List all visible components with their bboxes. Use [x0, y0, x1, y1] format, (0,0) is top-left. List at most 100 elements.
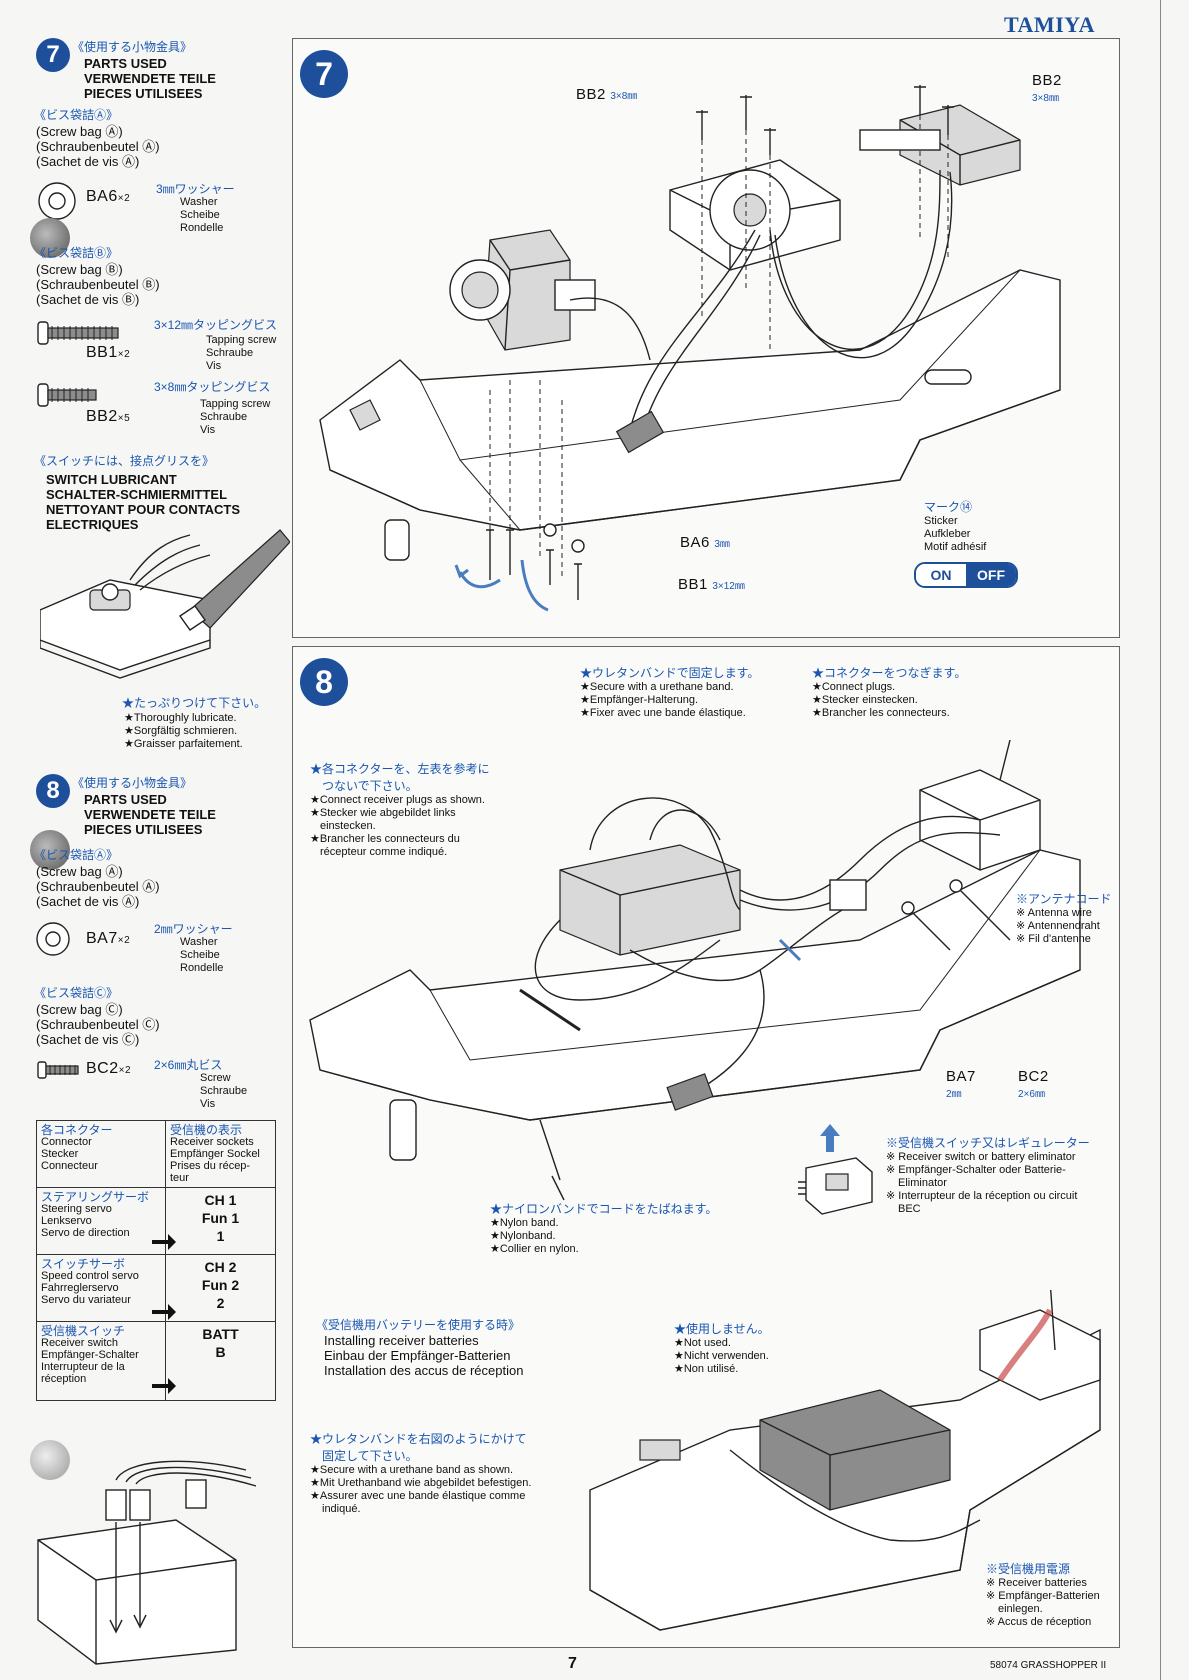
cell-line: Stecker [41, 1148, 79, 1160]
table-cell: CH 2 Fun 2 2 [165, 1254, 276, 1322]
name-line: Scheibe [180, 949, 220, 961]
note-jp: ★ウレタンバンドで固定します。 [580, 666, 760, 680]
connector-table: 各コネクター Connector Stecker Connecteur 受信機の… [36, 1120, 276, 1401]
lube-line: NETTOYANT POUR CONTACTS [46, 502, 241, 517]
connect-plugs-note: ★コネクターをつなぎます。 ★Connect plugs. ★Stecker e… [812, 664, 966, 720]
ba7-names: Washer Scheibe Rondelle [180, 936, 223, 975]
cell-value: CH 2 [204, 1259, 237, 1275]
name-line: Tapping screw [200, 398, 271, 410]
part-dim: 3×8㎜ [1032, 93, 1059, 104]
part-code: BB2 [86, 408, 118, 425]
note-line: indiqué. [322, 1503, 361, 1515]
part-dim: 3㎜ [714, 539, 730, 550]
cell-value: 1 [216, 1228, 225, 1244]
table-cell: BATT B [165, 1321, 276, 1401]
step8-number: 8 [300, 658, 348, 706]
name-line: Schraube [200, 411, 248, 423]
title-line: PARTS USED [84, 792, 167, 807]
bb2-names: Tapping screw Schraube Vis [200, 398, 270, 437]
step7-parts-title: PARTS USED VERWENDETE TEILE PIECES UTILI… [84, 56, 216, 101]
cell-value: CH 1 [204, 1192, 237, 1208]
name-line: Rondelle [180, 962, 224, 974]
note-line: einlegen. [998, 1603, 1043, 1615]
lubricant-tube-illustration [40, 529, 290, 679]
note-jp: ★使用しません。 [674, 1322, 770, 1336]
note-jp: ★ナイロンバンドでコードをたばねます。 [490, 1202, 718, 1216]
cell-jp: 各コネクター [41, 1123, 113, 1137]
table-header-row: 各コネクター Connector Stecker Connecteur 受信機の… [36, 1120, 276, 1188]
step7-chassis-illustration [319, 85, 1061, 612]
lube-note: ★Thoroughly lubricate. ★Sorgfältig schmi… [124, 712, 243, 751]
note-line: ★Collier en nylon. [490, 1243, 579, 1255]
note-line: ※ Receiver batteries [986, 1577, 1087, 1589]
part-code: BB2 [1032, 72, 1062, 89]
cell-value: Fun 2 [201, 1277, 240, 1293]
lube-jp: 《スイッチには、接点グリスを》 [34, 454, 215, 468]
note-line: ★Nylonband. [490, 1230, 556, 1242]
title-line: PIECES UTILISEES [84, 86, 203, 101]
bag-b-label: (Screw bag Ⓑ) (Schraubenbeutel Ⓑ) (Sache… [36, 262, 160, 307]
note-line: ★Connect receiver plugs as shown. [310, 794, 485, 806]
cell-line: Fahrreglerservo [41, 1282, 119, 1294]
name-line: Vis [200, 424, 216, 436]
title-line: PARTS USED [84, 56, 167, 71]
cell-line: Servo de direction [41, 1227, 130, 1239]
name-line: Washer [180, 196, 218, 208]
note-line: ★Nicht verwenden. [674, 1350, 769, 1362]
cell-line: Steering servo [41, 1203, 112, 1215]
part-code: BB1 [678, 576, 708, 593]
table-row: 受信機スイッチ Receiver switch Empfänger-Schalt… [36, 1321, 276, 1401]
bag-line: (Sachet de vis Ⓐ) [36, 154, 140, 169]
washer-icon [36, 922, 70, 956]
sticker-line: Sticker [924, 515, 958, 527]
bb1-jp: 3×12㎜タッピングビス [154, 318, 278, 332]
screw-small-icon [37, 1061, 79, 1079]
note-line: Eliminator [898, 1177, 947, 1189]
note-line: ★Stecker wie abgebildet links [310, 807, 456, 819]
bag-line: (Schraubenbeutel Ⓑ) [36, 277, 160, 292]
cell-line: Interrupteur de la [41, 1361, 125, 1373]
note-line: ※ Empfänger-Schalter oder Batterie- [886, 1164, 1066, 1176]
bag-line: (Sachet de vis Ⓐ) [36, 894, 140, 909]
note-line: Einbau der Empfänger-Batterien [324, 1348, 511, 1363]
step8-parts-title: PARTS USED VERWENDETE TEILE PIECES UTILI… [84, 792, 216, 837]
step7-number: 7 [300, 50, 348, 98]
ba6-names: Washer Scheibe Rondelle [180, 196, 223, 235]
ba7-callout: BA7 2㎜ [946, 1068, 976, 1100]
note-line: ★Secure with a urethane band. [580, 681, 734, 693]
sticker-line: Motif adhésif [924, 541, 987, 553]
on-off-sticker: ON OFF [914, 562, 1018, 588]
part-code: BA7 [946, 1068, 976, 1085]
name-line: Vis [200, 1098, 216, 1110]
note-line: ★Fixer avec une bande élastique. [580, 707, 746, 719]
sticker-line: Aufkleber [924, 528, 971, 540]
lube-line: ELECTRIQUES [46, 517, 139, 532]
cell-line: Connecteur [41, 1160, 98, 1172]
cell-value: Fun 1 [201, 1210, 240, 1226]
note-line: ※ Accus de réception [986, 1616, 1092, 1628]
ba6-code: BA6×2 [86, 188, 130, 206]
part-code: BC2 [1018, 1068, 1049, 1085]
note-jp: 固定して下さい。 [322, 1449, 418, 1463]
part-code: BB2 [576, 86, 606, 103]
antenna-note: ※アンテナコード ※ Antenna wire ※ Antennendraht … [1016, 890, 1112, 946]
name-line: Schraube [200, 1085, 248, 1097]
table-cell: スイッチサーボ Speed control servo Fahrreglerse… [36, 1254, 166, 1322]
title-line: VERWENDETE TEILE [84, 71, 216, 86]
cell-line: Empfänger Sockel [170, 1148, 260, 1160]
bb2-callout-left: BB2 3×8㎜ [576, 86, 637, 104]
note-line: einstecken. [320, 820, 376, 832]
note-line: ★Nylon band. [490, 1217, 559, 1229]
bag-line: (Screw bag Ⓒ) [36, 1002, 123, 1017]
cell-jp: スイッチサーボ [41, 1257, 126, 1271]
part-qty: ×5 [117, 413, 131, 424]
bc2-code: BC2×2 [86, 1060, 131, 1078]
step8-parts-number: 8 [36, 774, 70, 808]
hole-punch [30, 1440, 70, 1480]
battery-install-illustration [589, 1290, 1101, 1631]
note-jp: ※アンテナコード [1016, 892, 1112, 906]
cell-value: B [215, 1344, 226, 1360]
bag-a-label: (Screw bag Ⓐ) (Schraubenbeutel Ⓐ) (Sache… [36, 124, 160, 169]
part-dim: 3×12㎜ [712, 581, 745, 592]
note-jp: ※受信機用電源 [986, 1562, 1071, 1576]
